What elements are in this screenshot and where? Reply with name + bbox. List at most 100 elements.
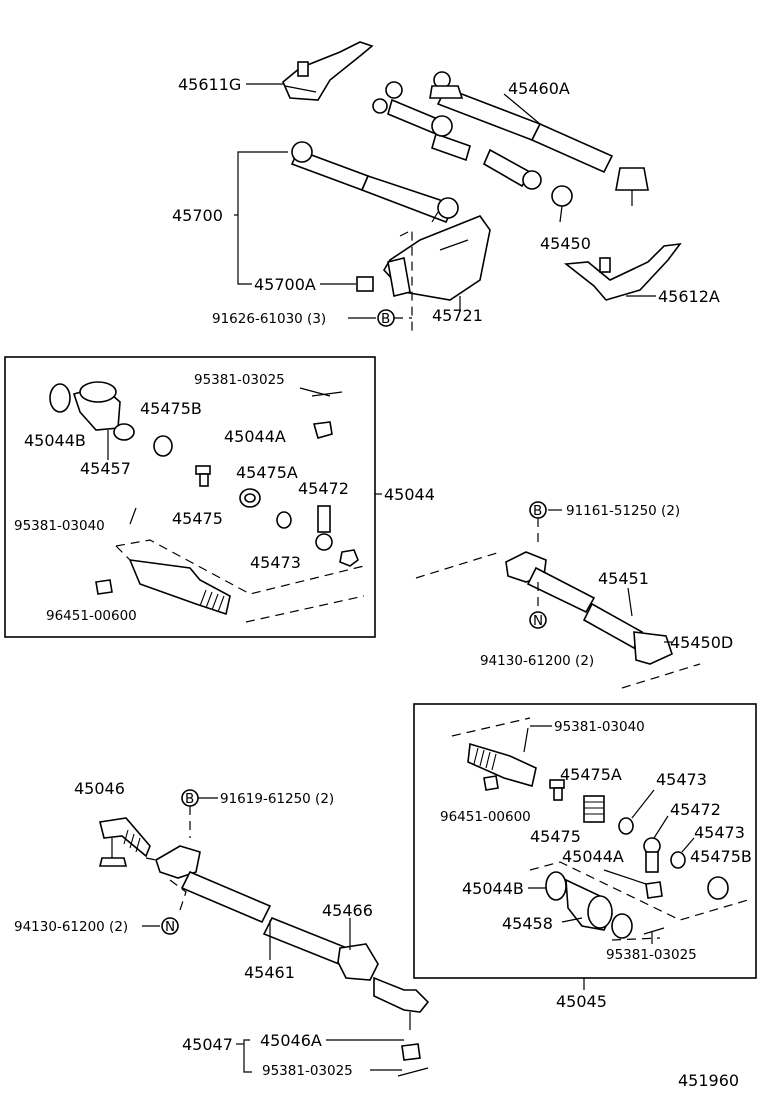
bracket-45700 (237, 151, 288, 285)
label-45473-c: 45473 (694, 823, 745, 842)
tie-rod-45460A (429, 71, 649, 206)
seat-45473-a (276, 511, 292, 529)
label-45473-b: 45473 (656, 770, 707, 789)
knuckle-arm-45612A (563, 242, 682, 301)
label-45475B-a: 45475B (140, 399, 202, 418)
idler-arm-bracket-45721 (383, 215, 491, 301)
leader-45472-b (653, 815, 669, 839)
pitman-arm-45611G (282, 41, 374, 101)
label-45044B-b: 45044B (462, 879, 524, 898)
label-45458: 45458 (502, 914, 553, 933)
label-45466: 45466 (322, 901, 373, 920)
leader-45460A (503, 93, 541, 125)
center-link-45450 (372, 81, 573, 223)
dash-45721 (399, 229, 413, 332)
label-94130-61200-a: 94130-61200 (2) (480, 653, 594, 669)
nut-45044A-a (312, 421, 333, 439)
seat-45473-c (670, 851, 686, 869)
leader-45458 (561, 917, 583, 923)
label-45475-a: 45475 (172, 509, 223, 528)
label-45461: 45461 (244, 963, 295, 982)
label-45046: 45046 (74, 779, 125, 798)
ball-stud-45472-a (315, 505, 333, 551)
spring-45475A-a (239, 488, 261, 508)
label-95381-03040-a: 95381-03040 (14, 518, 105, 534)
label-45612A: 45612A (658, 287, 720, 306)
badge-n-1 (529, 611, 547, 629)
label-91626-61030: 91626-61030 (3) (212, 311, 326, 327)
badge-n-2-letter: N (165, 919, 175, 935)
nut-45044A-b (645, 881, 663, 899)
dash-45045-a (451, 717, 531, 737)
tie-rod-end-45044 (128, 559, 231, 616)
label-95381-03025-c: 95381-03025 (262, 1063, 353, 1079)
label-45721: 45721 (432, 306, 483, 325)
leader-45473-b (631, 789, 655, 819)
relay-rod-45700 (290, 141, 459, 224)
label-45460A: 45460A (508, 79, 570, 98)
cotter-pin-b (129, 507, 137, 525)
label-45044A-b: 45044A (562, 847, 624, 866)
label-91161-51250: 91161-51250 (2) (566, 503, 680, 519)
badge-b-2-letter: B (533, 503, 542, 519)
cotter-pin-a (311, 391, 343, 397)
label-45475B-b: 45475B (690, 847, 752, 866)
dash-45044-c (245, 595, 365, 623)
ball-socket-45458 (545, 871, 633, 939)
seat-45473-b (618, 817, 634, 835)
tie-rod-end-45046 (98, 817, 151, 867)
bracket-45047 (243, 1039, 252, 1073)
seat-45475B-a (153, 435, 173, 457)
badge-b-1-letter: B (381, 311, 390, 327)
label-45044: 45044 (384, 485, 435, 504)
label-45700A: 45700A (254, 275, 316, 294)
cotter-pin-e (397, 1067, 429, 1077)
label-45611G: 45611G (178, 75, 241, 94)
kit-box-45045 (413, 703, 757, 979)
leader-45451 (627, 587, 633, 617)
cotter-pin-c (523, 727, 529, 753)
label-45044A-a: 45044A (224, 427, 286, 446)
dash-45045-b (529, 861, 749, 921)
label-95381-03025-a: 95381-03025 (194, 372, 285, 388)
label-45451: 45451 (598, 569, 649, 588)
label-45044B-a: 45044B (24, 431, 86, 450)
label-94130-61200-b: 94130-61200 (2) (14, 919, 128, 935)
label-45047: 45047 (182, 1035, 233, 1054)
ball-socket-45457 (49, 381, 135, 441)
ball-stud-45472-b (643, 837, 661, 873)
label-45475A-a: 45475A (236, 463, 298, 482)
label-45045: 45045 (556, 992, 607, 1011)
dash-45044-b (115, 545, 131, 561)
dash-45451-b (621, 663, 701, 689)
seat-45475B-b (707, 876, 729, 900)
label-95381-03025-b: 95381-03025 (606, 947, 697, 963)
cap-45044-a (339, 549, 359, 567)
label-96451-00600-b: 96451-00600 (440, 809, 531, 825)
figure-id: 451960 (678, 1071, 739, 1090)
label-96451-00600-a: 96451-00600 (46, 608, 137, 624)
spring-45475A-b (583, 795, 605, 823)
nut-96451-b (483, 775, 499, 791)
label-45046A: 45046A (260, 1031, 322, 1050)
label-91619-61250: 91619-61250 (2) (220, 791, 334, 807)
dash-45466-a (145, 857, 157, 861)
label-45472-b: 45472 (670, 800, 721, 819)
nut-45700A (356, 276, 374, 292)
label-45475A-b: 45475A (560, 765, 622, 784)
badge-n-1-letter: N (533, 613, 543, 629)
badge-n-2 (161, 917, 179, 935)
label-45457: 45457 (80, 459, 131, 478)
kit-box-45044 (4, 356, 376, 638)
plug-45475-a (195, 465, 211, 487)
cotter-pin-d (643, 927, 665, 935)
tie-rod-45466 (155, 845, 430, 1030)
label-45475-b: 45475 (530, 827, 581, 846)
dash-45451-a (415, 551, 501, 579)
label-45450: 45450 (540, 234, 591, 253)
tie-rod-end-45045 (467, 742, 537, 788)
label-95381-03040-b: 95381-03040 (554, 719, 645, 735)
label-45472-a: 45472 (298, 479, 349, 498)
